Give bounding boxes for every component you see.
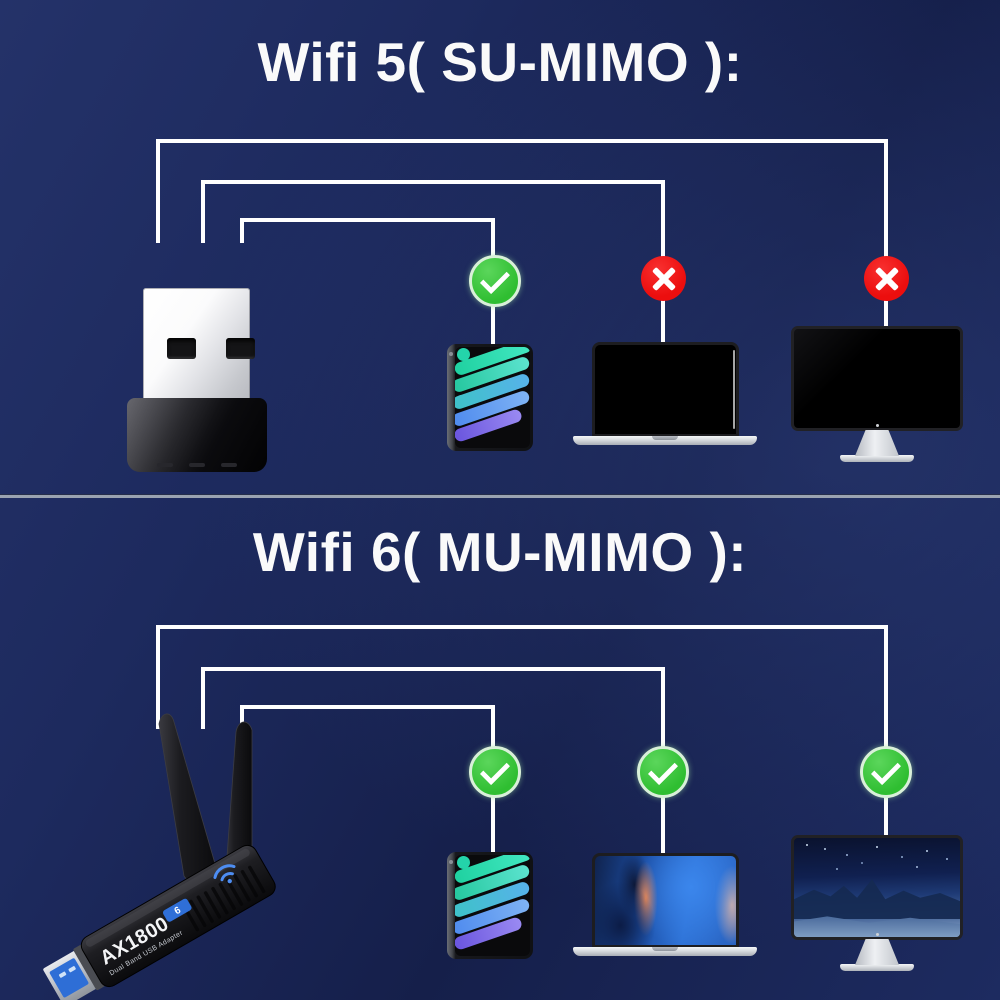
section-divider [0, 495, 1000, 498]
monitor-stand [855, 939, 899, 965]
laptop-notch [652, 436, 678, 440]
status-check-badge [469, 746, 521, 798]
laptop-device [573, 853, 757, 956]
wifi6-usb-adapter: AX1800 6 Dual Band USB Adapter [43, 713, 276, 1000]
connection-line-inner-top [240, 705, 495, 709]
connection-line-mid-left [201, 667, 205, 729]
connection-line-inner-left [240, 218, 244, 243]
connection-line-inner-left [240, 705, 244, 729]
camera-dot [449, 352, 453, 356]
monitor-base [840, 455, 914, 462]
laptop-device [573, 342, 757, 445]
vent-slot [189, 463, 205, 467]
usb-hole [167, 338, 196, 359]
monitor-stand [855, 430, 899, 456]
check-icon [647, 754, 679, 786]
connection-line-outer-top [156, 139, 888, 143]
stars [806, 844, 808, 846]
connection-line-outer-top [156, 625, 888, 629]
adapter-body [127, 398, 267, 472]
adapter-collar [73, 944, 106, 991]
wifi5-title: Wifi 5( SU-MIMO ): [257, 31, 743, 93]
check-icon [479, 754, 511, 786]
connection-line-outer-right [884, 625, 888, 837]
wifi-signal-icon [213, 864, 236, 884]
apple-logo-dot [876, 933, 879, 936]
status-cross-badge [864, 256, 909, 301]
monitor-device [791, 326, 963, 462]
wifi5-usb-adapter [127, 288, 267, 472]
monitor-base [840, 964, 914, 971]
tablet-device [447, 852, 533, 959]
connection-line-mid-top [201, 180, 665, 184]
laptop-notch [652, 947, 678, 951]
connection-line-mid-top [201, 667, 665, 671]
check-icon [870, 754, 902, 786]
connection-line-inner-top [240, 218, 495, 222]
vent-slot [221, 463, 237, 467]
vent-slot [157, 463, 173, 467]
laptop-screen [591, 342, 739, 437]
tablet-device [447, 344, 533, 451]
monitor-screen [791, 835, 963, 940]
wifi6-badge-text: 6 [173, 905, 184, 918]
cross-icon [641, 256, 686, 301]
check-icon [479, 263, 511, 295]
usb-hole [226, 338, 255, 359]
wifi6-title: Wifi 6( MU-MIMO ): [252, 521, 748, 583]
status-cross-badge [641, 256, 686, 301]
usb-connector [143, 288, 255, 400]
connection-line-outer-left [156, 625, 160, 729]
status-check-badge [860, 746, 912, 798]
ipad-mini-wallpaper [455, 347, 530, 448]
connection-line-outer-left [156, 139, 160, 243]
apple-logo-dot [876, 424, 879, 427]
wifi6-badge [162, 898, 192, 922]
laptop-screen [591, 853, 739, 948]
status-check-badge [637, 746, 689, 798]
laptop-base [573, 436, 757, 445]
monitor-device [791, 835, 963, 971]
connection-line-outer-right [884, 139, 888, 327]
connection-line-mid-left [201, 180, 205, 243]
status-check-badge [469, 255, 521, 307]
monitor-screen [791, 326, 963, 431]
ipad-mini-wallpaper [455, 855, 530, 956]
cross-icon [864, 256, 909, 301]
camera-dot [449, 860, 453, 864]
laptop-base [573, 947, 757, 956]
antenna-left [158, 713, 219, 885]
usb3-blue-tongue [49, 958, 89, 998]
